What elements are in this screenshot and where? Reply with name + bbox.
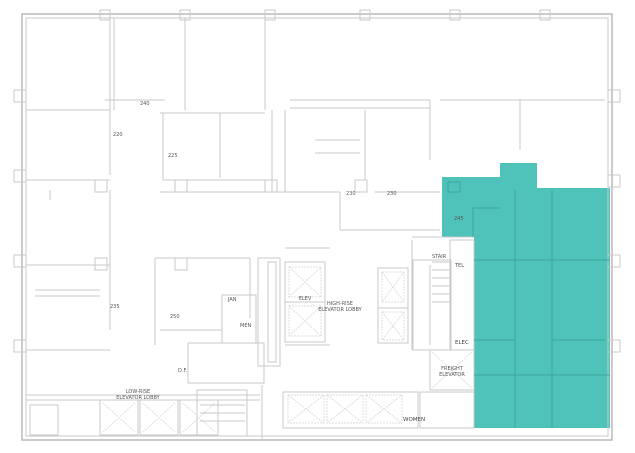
- room-230b: 230: [387, 191, 397, 197]
- suite-walls: [447, 181, 610, 428]
- low-rise-lobby-label-2: ELEVATOR LOBBY: [116, 395, 160, 401]
- room-235: 235: [110, 304, 120, 310]
- high-rise-lobby-label: HIGH-RISE: [327, 301, 353, 307]
- freight-label-2: ELEVATOR: [439, 372, 465, 378]
- elec-label: ELEC: [455, 340, 469, 346]
- low-rise-lobby-label: LOW-RISE: [126, 389, 150, 395]
- elev-label: ELEV: [299, 296, 312, 302]
- women-label: WOMEN: [403, 417, 425, 423]
- df-label: D.F.: [178, 368, 188, 374]
- room-225: 225: [168, 153, 178, 159]
- room-220: 220: [113, 132, 123, 138]
- room-suite: 245: [454, 216, 464, 222]
- high-rise-lobby-label-2: ELEVATOR LOBBY: [318, 307, 362, 313]
- freight-label: FREIGHT: [441, 366, 464, 372]
- stair-label: STAIR: [432, 254, 447, 260]
- walls: [13, 9, 621, 441]
- tel-label: TEL: [454, 263, 464, 269]
- men-label: MEN: [240, 323, 251, 329]
- highlighted-suite[interactable]: [442, 163, 610, 428]
- jan-label: JAN: [227, 297, 237, 303]
- room-230a: 230: [346, 191, 356, 197]
- room-250: 250: [170, 314, 180, 320]
- room-labels: 220 225 230 230 250 235 240 245 HIGH-RIS…: [110, 101, 469, 423]
- room-240: 240: [140, 101, 150, 107]
